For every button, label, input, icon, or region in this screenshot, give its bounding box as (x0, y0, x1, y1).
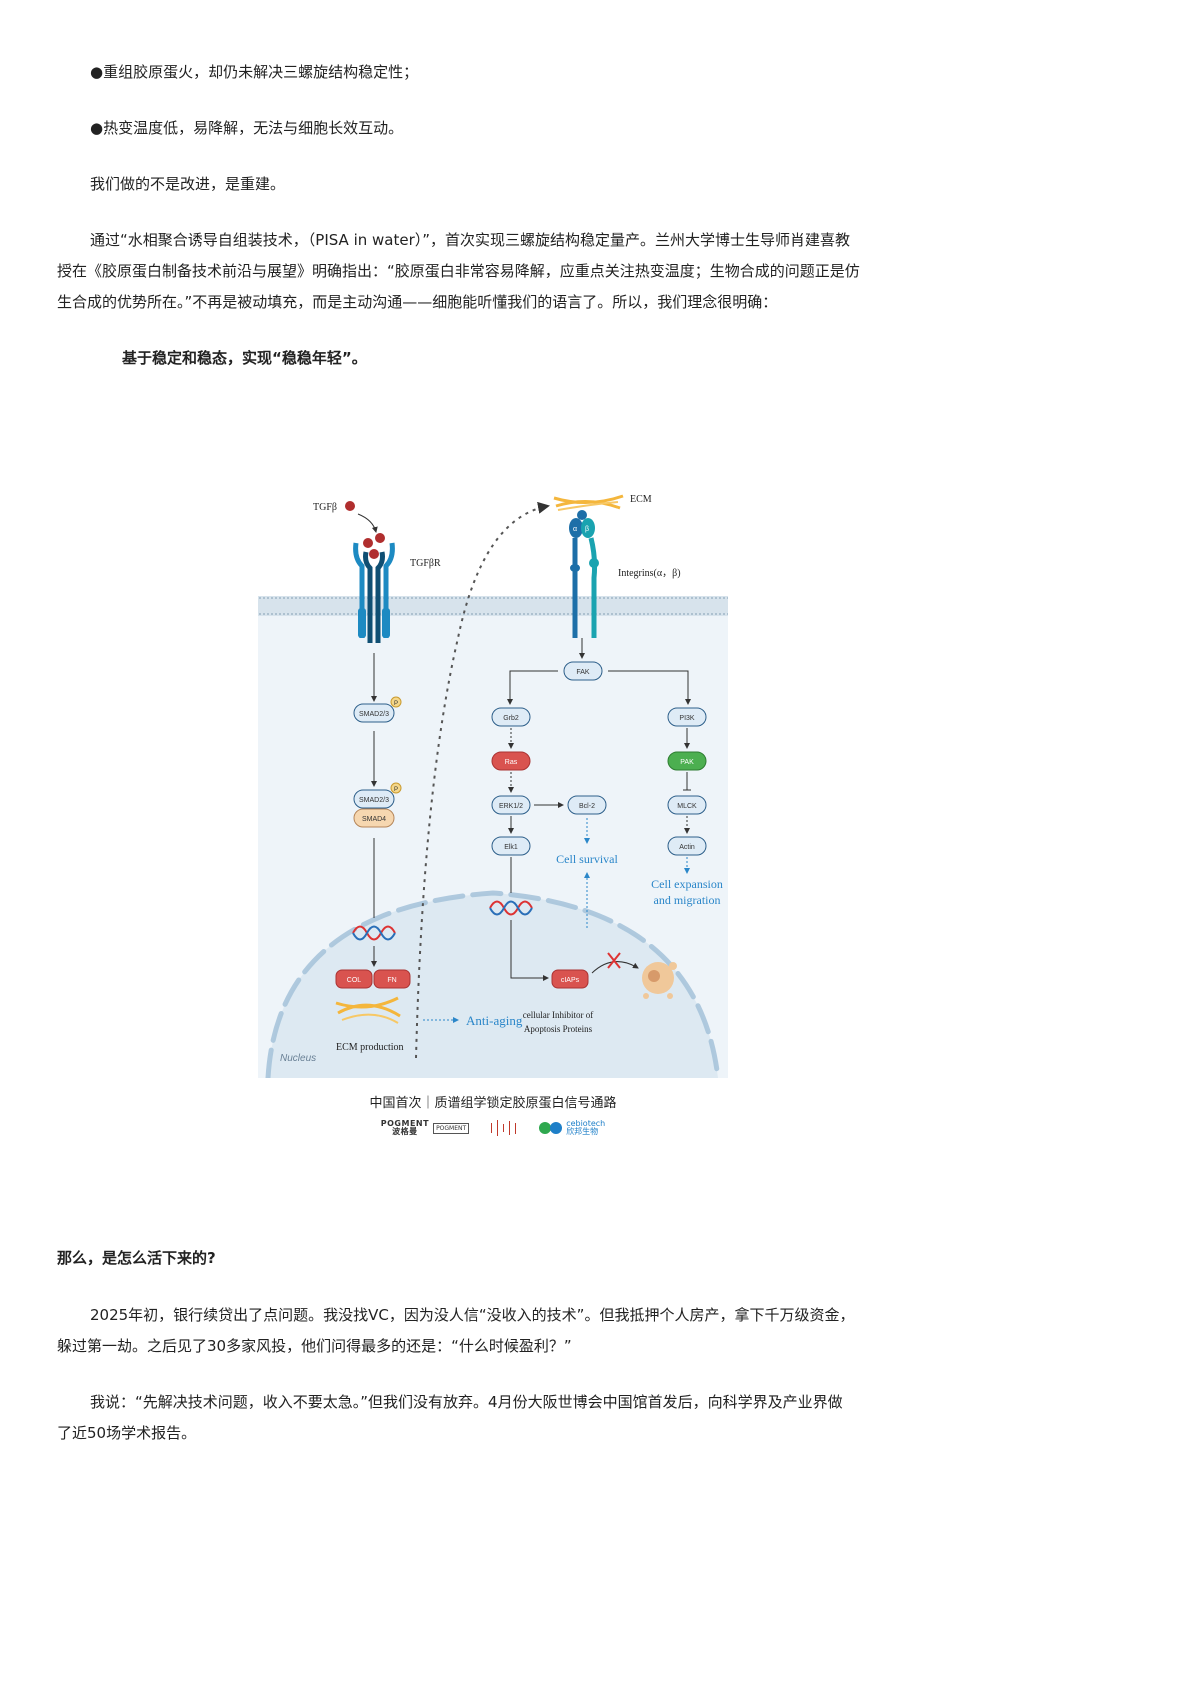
node-erk (491, 795, 531, 815)
node-elk1 (491, 836, 531, 856)
tgfb-ligand-icon (345, 501, 355, 511)
integrin-receptor-icon: α β (569, 510, 599, 638)
ecm-production-label: ECM production (336, 1042, 404, 1053)
svg-text:Actin: Actin (679, 844, 695, 851)
dna-icon-right (489, 900, 533, 916)
node-fak (563, 661, 603, 681)
nucleus-label: Nucleus (280, 1053, 316, 1064)
paragraph-rebuild: 我们做的不是改进，是重建。 (90, 175, 286, 193)
svg-text:ERK1/2: ERK1/2 (499, 803, 523, 810)
svg-text:Bcl-2: Bcl-2 (579, 803, 595, 810)
motto: 基于稳定和稳态，实现“稳稳年轻”。 (122, 349, 367, 367)
signaling-pathway-diagram: Nucleus TGFβ TGFβR ECM (258, 488, 728, 1078)
paragraph-answer-line-1: 我说：“先解决技术问题，收入不要太急。”但我们没有放弃。4月份大阪世博会中国馆首… (90, 1393, 843, 1411)
svg-text:COL: COL (347, 977, 362, 984)
ciaps-description-1: cellular Inhibitor of (523, 1010, 593, 1020)
cell-expansion-label-2: and migration (654, 893, 721, 907)
svg-text:SMAD4: SMAD4 (362, 816, 386, 823)
svg-text:FN: FN (387, 977, 396, 984)
paragraph-story-line-1: 2025年初，银行续贷出了点问题。我没找VC，因为没人信“没收入的技术”。但我抵… (90, 1306, 855, 1324)
paragraph-pisa-line-3: 生合成的优势所在。”不再是被动填充，而是主动沟通——细胞能听懂我们的语言了。所以… (57, 293, 778, 311)
svg-text:SMAD2/3: SMAD2/3 (359, 711, 389, 718)
node-pak (667, 751, 707, 771)
svg-text:P: P (394, 787, 398, 793)
svg-text:Grb2: Grb2 (503, 715, 519, 722)
svg-text:Ras: Ras (505, 759, 518, 766)
nucleus (268, 893, 718, 1078)
ciaps-description-2: Apoptosis Proteins (524, 1024, 593, 1034)
anti-aging-label: Anti-aging (466, 1013, 523, 1028)
svg-text:PI3K: PI3K (679, 715, 695, 722)
svg-text:P: P (394, 701, 398, 707)
ecm-fibers-icon (553, 494, 624, 511)
section-heading: 那么，是怎么活下来的? (57, 1249, 216, 1267)
node-bcl2 (567, 795, 607, 815)
institution-logo (491, 1120, 517, 1136)
paragraph-story-line-2: 躲过第一劫。之后见了30多家风投，他们问得最多的还是：“什么时候盈利？” (57, 1337, 572, 1355)
apoptotic-cell-icon (642, 962, 677, 999)
node-smad23-smad4: SMAD2/3 P SMAD4 (353, 782, 402, 828)
cell-survival-label: Cell survival (556, 852, 618, 866)
blocked-x-icon (607, 952, 621, 969)
dna-icon-left (352, 925, 396, 941)
node-ciaps (551, 969, 589, 989)
node-mlck (667, 795, 707, 815)
bullet-thermal-denaturation: ●热变温度低，易降解，无法与细胞长效互动。 (90, 119, 404, 137)
integrins-label: Integrins(α，β) (618, 568, 681, 579)
svg-text:MLCK: MLCK (677, 803, 697, 810)
node-col (335, 969, 373, 989)
tgfb-label: TGFβ (313, 502, 337, 513)
cebiotech-logo: cebiotech 欣邦生物 (539, 1120, 605, 1136)
tgfbr-receptor-icon (353, 533, 395, 643)
svg-text:SMAD2/3: SMAD2/3 (359, 797, 389, 804)
node-grb2 (491, 707, 531, 727)
partner-logos: POGMENT 波格曼 POGMENT cebiotech 欣邦生物 (258, 1116, 728, 1140)
node-smad23-phospho: SMAD2/3 P (353, 696, 402, 723)
svg-text:cIAPs: cIAPs (561, 977, 580, 984)
svg-text:Elk1: Elk1 (504, 844, 518, 851)
svg-text:α: α (573, 526, 577, 533)
bullet-recombinant-collagen: ●重组胶原蛋火，却仍未解决三螺旋结构稳定性； (90, 63, 419, 81)
ecm-production-fibers-icon (335, 996, 401, 1024)
cell-expansion-label-1: Cell expansion (651, 877, 723, 891)
node-fn (373, 969, 411, 989)
figure-caption: 中国首次｜质谱组学锁定胶原蛋白信号通路 (369, 1096, 617, 1111)
svg-text:β: β (585, 526, 589, 533)
paragraph-answer-line-2: 了近50场学术报告。 (57, 1424, 197, 1442)
node-ras (491, 751, 531, 771)
tgfbr-label: TGFβR (410, 558, 441, 569)
pogment-logo: POGMENT 波格曼 POGMENT (381, 1120, 470, 1136)
node-pi3k (667, 707, 707, 727)
paragraph-pisa-line-1: 通过“水相聚合诱导自组装技术，（PISA in water）”，首次实现三螺旋结… (90, 231, 851, 249)
ecm-label: ECM (630, 494, 652, 505)
svg-text:PAK: PAK (680, 759, 694, 766)
svg-text:FAK: FAK (576, 669, 590, 676)
paragraph-pisa-line-2: 授在《胶原蛋白制备技术前沿与展望》明确指出：“胶原蛋白非常容易降解，应重点关注热… (57, 262, 860, 280)
node-actin (667, 836, 707, 856)
